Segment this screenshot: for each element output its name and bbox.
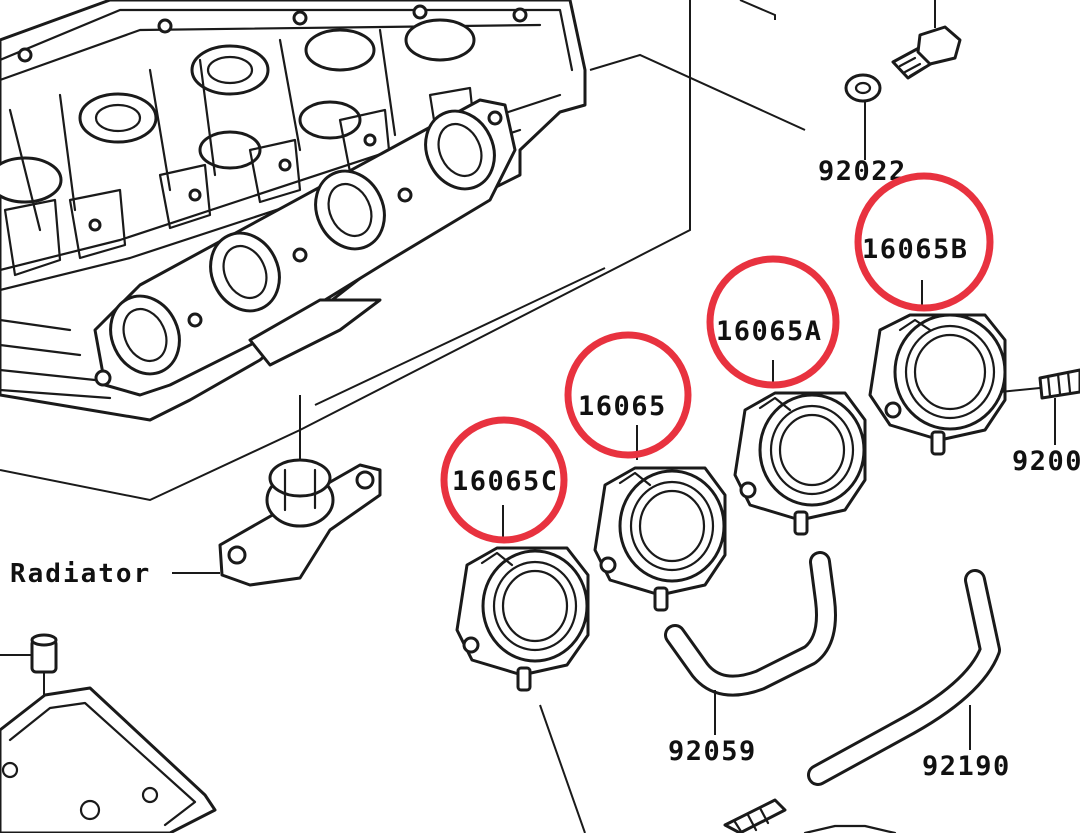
assembly-bracket-2 (314, 53, 806, 406)
label-16065: 16065 (578, 391, 667, 422)
intake-holder-16065 (593, 425, 727, 612)
label-9200: 9200 (1012, 446, 1080, 477)
intake-holder-16065C (455, 505, 590, 692)
highlight-ring-16065C (440, 416, 568, 544)
hose-92190 (807, 569, 1001, 786)
bolt-92022 (844, 0, 962, 160)
hose-92059 (664, 551, 837, 735)
label-16065C: 16065C (452, 466, 559, 497)
fitting-9200x (999, 368, 1080, 445)
intake-holder-16065A (733, 360, 867, 536)
oil-pan-gasket (0, 633, 217, 833)
label-92059: 92059 (668, 736, 757, 767)
label-92190: 92190 (922, 751, 1011, 782)
label-radiator: Radiator (10, 559, 151, 589)
label-16065A: 16065A (716, 316, 823, 347)
bottom-fitting (723, 798, 897, 833)
label-16065B: 16065B (862, 234, 969, 265)
radiator-fitting (218, 395, 382, 587)
highlight-ring-16065A (706, 255, 840, 389)
highlight-ring-16065B (854, 172, 994, 312)
intake-holder-16065B (868, 280, 1007, 456)
intake-port-flange (93, 98, 517, 397)
highlight-ring-16065 (564, 331, 692, 459)
